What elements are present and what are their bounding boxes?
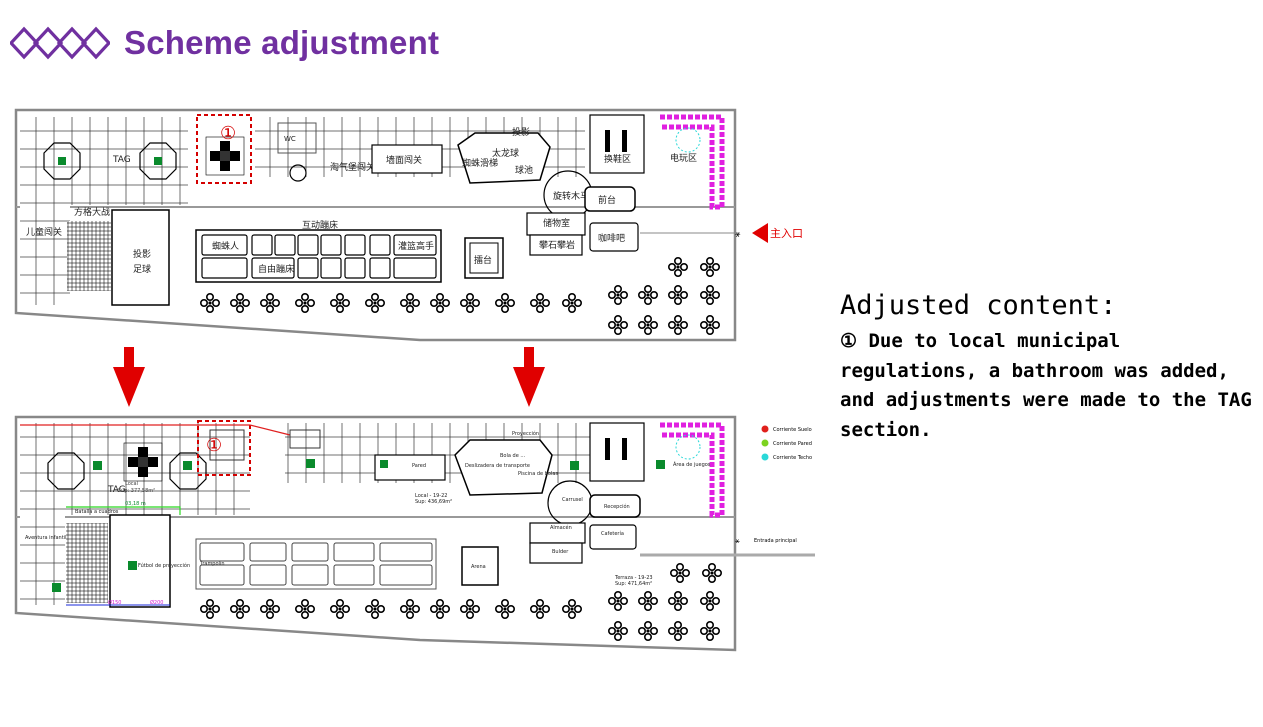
label-wall: 墙面闯关 <box>386 154 422 166</box>
label-carousel: 旋转木马 <box>553 190 589 202</box>
entrance-icon: ⚹ <box>735 230 741 240</box>
label-spiderman: 蜘蛛人 <box>212 240 239 252</box>
label-boulder: Bulder <box>552 549 569 555</box>
label-trampoline: Trampolin <box>199 561 225 567</box>
label-interactive-bed: 互动蹦床 <box>302 219 338 231</box>
label-local-area: Sup: 436,69m² <box>415 499 452 505</box>
label-reception: Recepción <box>604 503 630 510</box>
floor-plan-diagram: TAG ① WC 淘气堡闯关 墙面闯关 蜘蛛滑梯 太龙球 投影 球池 旋转木马 … <box>14 108 815 652</box>
label-wall-after: Pared <box>412 463 426 469</box>
label-dragon-ball: 太龙球 <box>492 147 519 159</box>
down-arrow-right <box>513 347 545 407</box>
plan-after: TAG Local Sup: 377,58m² ① Pared Deslizad… <box>14 415 815 652</box>
page-title: Scheme adjustment <box>124 24 440 61</box>
label-mechanic: 淘气堡闯关 <box>330 161 375 173</box>
label-ball-pool-after: Piscina de bolas <box>518 471 558 477</box>
adjusted-content: Adjusted content: ① Due to local municip… <box>840 290 1255 445</box>
adjusted-heading: Adjusted content: <box>840 290 1117 321</box>
label-spider-slide: 蜘蛛滑梯 <box>462 157 498 169</box>
label-shoe-change: 换鞋区 <box>604 153 631 165</box>
marker-box-before <box>196 114 252 184</box>
label-games-area: Área de juegos <box>673 461 711 468</box>
label-arena: Arena <box>471 564 486 570</box>
legend-wall: Corriente Pared <box>773 441 812 447</box>
label-terrace-area: Sup: 471,64m² <box>615 581 652 587</box>
label-projection-ball: 投影 <box>512 126 530 138</box>
label-basketball: 灌篮高手 <box>398 240 434 252</box>
marker-box-after <box>197 420 251 476</box>
label-front-desk: 前台 <box>598 194 616 206</box>
label-projection-football-1: 投影 <box>133 248 151 260</box>
label-projection-after: Proyección <box>512 430 539 437</box>
label-storage-after: Almacén <box>550 524 572 531</box>
label-cafe: 咖啡吧 <box>598 232 625 244</box>
legend-ceiling: Corriente Techo <box>773 455 812 461</box>
label-tag-after: TAG <box>107 485 126 495</box>
label-kids-challenge: 儿童闯关 <box>26 226 62 238</box>
marker-before: ① <box>220 123 236 144</box>
label-ball-pool: 球池 <box>515 164 533 176</box>
label-entrance-after: Entrada principal <box>754 538 797 544</box>
label-storage: 储物室 <box>543 217 570 229</box>
label-local: Local - 19-22 <box>415 493 447 499</box>
label-grid-battle: Batalla a cuadros <box>75 509 119 515</box>
label-dim2: Ø150 <box>108 599 121 606</box>
label-football: Fútbol de proyección <box>138 562 190 569</box>
label-cafeteria: Cafetería <box>601 530 624 537</box>
label-tag-local: Local <box>125 481 138 487</box>
marker-after: ① <box>206 435 222 456</box>
legend-floor: Corriente Suelo <box>773 427 812 433</box>
label-slide-after: Deslizadera de transporte <box>465 463 530 469</box>
label-rock-climb: 攀石攀岩 <box>539 239 575 251</box>
legend-dot-floor <box>761 425 769 433</box>
plan-before: TAG ① WC 淘气堡闯关 墙面闯关 蜘蛛滑梯 太龙球 投影 球池 旋转木马 … <box>14 108 803 342</box>
label-dim3: Ø200 <box>150 599 163 606</box>
label-tag-area: Sup: 377,58m² <box>118 488 155 494</box>
label-tag-before: TAG <box>112 155 131 165</box>
label-arcade: 电玩区 <box>670 152 697 164</box>
label-stage: 擂台 <box>474 254 492 266</box>
legend-dot-ceiling <box>761 453 769 461</box>
label-free-trampoline: 自由蹦床 <box>258 263 294 275</box>
label-terrace: Terraza - 19-23 <box>614 575 653 581</box>
legend-dot-wall <box>761 439 769 447</box>
label-carousel-after: Carrusel <box>562 497 583 503</box>
quadruple-chevron-right-icon <box>10 26 110 60</box>
label-square-war: 方格大战 <box>74 206 110 218</box>
adjusted-body: ① Due to local municipal regulations, a … <box>840 330 1252 441</box>
label-adventure: Aventura infantil <box>25 535 66 541</box>
legend: Corriente Suelo Corriente Pared Corrient… <box>761 425 812 461</box>
header: Scheme adjustment <box>10 18 439 68</box>
down-arrow-left <box>113 347 145 407</box>
label-ball-drop: Bola de ... <box>500 453 526 459</box>
label-entrance-before: 主入口 <box>770 227 803 240</box>
label-dim1: 03,18 m <box>125 501 146 507</box>
label-wc: WC <box>284 135 296 143</box>
label-projection-football-2: 足球 <box>133 263 151 275</box>
entrance-icon-after: ⚹ <box>735 536 740 545</box>
